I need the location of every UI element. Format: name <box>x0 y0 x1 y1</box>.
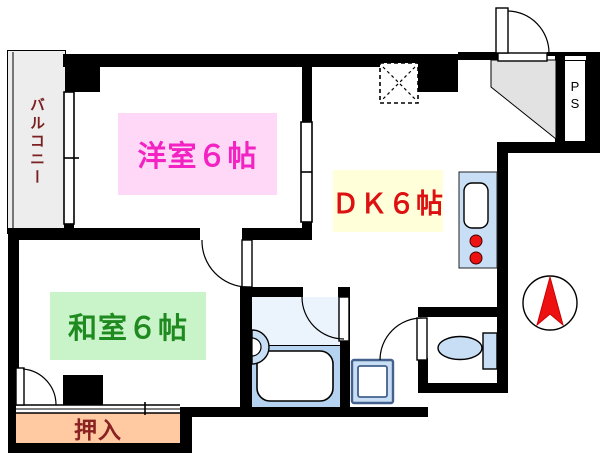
wall-bath-left <box>240 287 252 417</box>
balcony-area: バルコニー <box>7 50 66 234</box>
wall-top <box>63 54 458 67</box>
wall-mid-west <box>8 228 200 240</box>
wall-toilet-top <box>418 307 508 317</box>
japanese-room-label: 和室６帖 <box>50 292 206 360</box>
upper-cabinet-dashed-icon <box>379 62 419 104</box>
wall-pillar-entry <box>418 54 458 92</box>
compass-north-icon <box>522 275 578 331</box>
stove-burner-icon <box>469 234 483 248</box>
stove-burner-icon <box>469 251 483 265</box>
kitchen-sink-icon <box>463 182 489 229</box>
wall-closet-pillar <box>63 375 103 412</box>
wall-dk-northeast <box>497 142 600 153</box>
toilet-door-icon <box>379 317 428 361</box>
wall-divider-upper <box>302 54 312 122</box>
wall-mid-east <box>242 228 310 240</box>
closet-label: 押入 <box>16 412 180 443</box>
toilet-icon <box>437 332 498 370</box>
pipe-space: PS <box>564 60 586 142</box>
sliding-door-icon <box>300 121 313 223</box>
genkan-step <box>490 59 557 141</box>
dining-kitchen-label: ＤＫ６帖 <box>332 170 444 232</box>
closet-text: 押入 <box>74 416 122 443</box>
wall-balcony-end <box>64 220 74 230</box>
pipe-space-label: PS <box>567 79 583 113</box>
washing-machine-pan-icon <box>350 358 395 405</box>
interior-door-icon <box>201 239 253 288</box>
wall-right-upper <box>586 52 600 153</box>
dining-kitchen-text: ＤＫ６帖 <box>332 188 444 219</box>
wall-pillar-topleft <box>66 54 100 92</box>
western-room-text: 洋室６帖 <box>137 141 258 173</box>
balcony-window-icon <box>63 91 79 225</box>
balcony-label: バルコニー <box>28 97 45 187</box>
kitchen-counter-icon <box>458 171 498 269</box>
wall-bath-right <box>340 287 350 417</box>
wall-left <box>8 228 19 453</box>
bath-floor <box>252 345 340 408</box>
wall-ps-left <box>555 56 565 143</box>
western-room-label: 洋室６帖 <box>118 113 277 195</box>
wall-closet-right <box>178 407 192 453</box>
wall-closet-bottom <box>8 443 190 453</box>
wall-toilet-left <box>418 358 428 393</box>
wall-washroom-top-a <box>240 287 303 297</box>
entrance-door-icon <box>495 7 550 62</box>
washroom-floor <box>252 297 340 345</box>
wall-hall-bottom <box>180 407 428 417</box>
wall-right-mid <box>497 142 508 393</box>
wall-topright-line <box>547 52 600 56</box>
japanese-room-text: 和室６帖 <box>67 313 188 345</box>
wall-entry-top <box>458 52 498 60</box>
wall-toilet-bottom <box>418 383 508 393</box>
